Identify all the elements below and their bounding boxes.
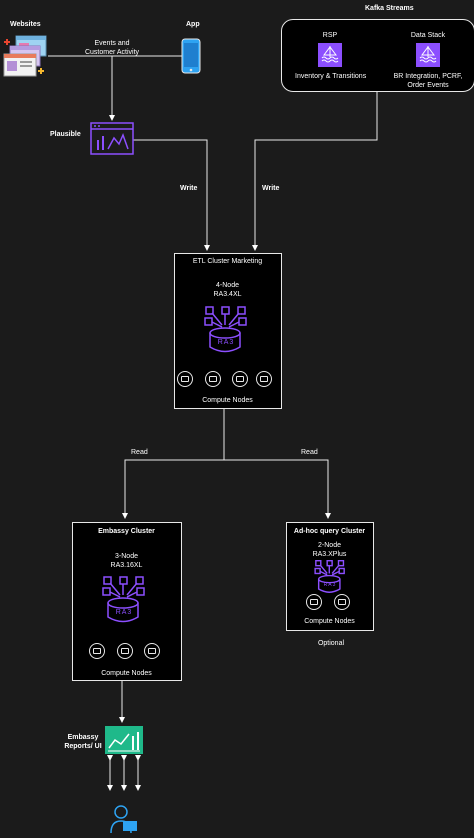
user-workstation-icon [109,803,139,834]
embassy-title: Embassy Cluster [98,528,155,535]
embassy-compute-node-3 [144,643,160,659]
adhoc-spec: 2-Node RA3.XPlus [286,541,373,559]
plausible-label: Plausible [50,131,81,138]
etl-footer: Compute Nodes [202,397,253,404]
etl-spec-line1: 4-Node [216,282,239,289]
etl-ra3-label: RA3 [217,339,235,346]
events-label: Events and Customer Activity [80,39,144,57]
embassy-spec-line2: RA3.16XL [110,562,143,569]
adhoc-ra3-label: RA3 [323,582,337,588]
plausible-to-etl-arrow [133,139,210,251]
adhoc-footer: Compute Nodes [304,618,355,625]
etl-compute-node-3 [232,371,248,387]
data-stack-desc: BR Integration, PCRF, Order Events [388,72,468,90]
events-label-line2: Customer Activity [84,49,140,56]
read-left-label: Read [131,449,148,456]
data-stack-desc-line1: BR Integration, PCRF, [393,73,463,80]
data-stack-stream-icon [416,43,440,67]
dashboard-chart-icon [105,726,143,754]
embassy-spec: 3-Node RA3.16XL [72,552,181,570]
websites-label: Websites [10,21,41,28]
embassy-redshift-ra3-icon [100,575,148,625]
redshift-ra3-icon [202,305,250,355]
read-right-label: Read [301,449,318,456]
adhoc-spec-line1: 2-Node [318,542,341,549]
data-stack-desc-line2: Order Events [407,82,449,89]
rsp-title: RSP [322,32,338,39]
rsp-desc: Inventory & Transitions [295,73,367,80]
plausible-analytics-icon [90,122,134,155]
embassy-reports-line1: Embassy [67,734,99,741]
embassy-compute-node-1 [89,643,105,659]
kafka-streams-group [281,19,474,92]
embassy-footer: Compute Nodes [101,670,152,677]
adhoc-optional-note: Optional [317,640,345,647]
etl-spec: 4-Node RA3.4XL [174,281,281,299]
reports-user-arrows [107,755,141,791]
data-stack-title: Data Stack [410,32,446,39]
adhoc-title: Ad-hoc query Cluster [293,528,366,535]
adhoc-redshift-ra3-icon [313,559,347,595]
events-label-line1: Events and [94,40,130,47]
write-right-label: Write [262,185,280,192]
etl-compute-node-1 [177,371,193,387]
adhoc-cluster-box [286,522,374,631]
etl-to-embassy-arrow [122,459,224,519]
websites-icon [2,34,48,78]
embassy-ra3-label: RA3 [115,609,133,616]
adhoc-compute-node-2 [334,594,350,610]
embassy-spec-line1: 3-Node [115,553,138,560]
mobile-phone-icon [180,38,202,74]
kafka-title: Kafka Streams [365,5,414,12]
etl-title: ETL Cluster Marketing [192,258,263,265]
write-left-label: Write [180,185,198,192]
etl-compute-node-2 [205,371,221,387]
embassy-reports-line2: Reports/ UI [64,743,102,750]
embassy-compute-node-2 [117,643,133,659]
etl-compute-node-4 [256,371,272,387]
adhoc-compute-node-1 [306,594,322,610]
embassy-reports-label: Embassy Reports/ UI [58,733,108,751]
etl-to-adhoc-arrow [224,459,331,519]
kafka-to-etl-arrow [252,92,378,251]
app-label: App [186,21,200,28]
etl-spec-line2: RA3.4XL [213,291,242,298]
kinesis-stream-icon [318,43,342,67]
adhoc-spec-line2: RA3.XPlus [312,551,347,558]
